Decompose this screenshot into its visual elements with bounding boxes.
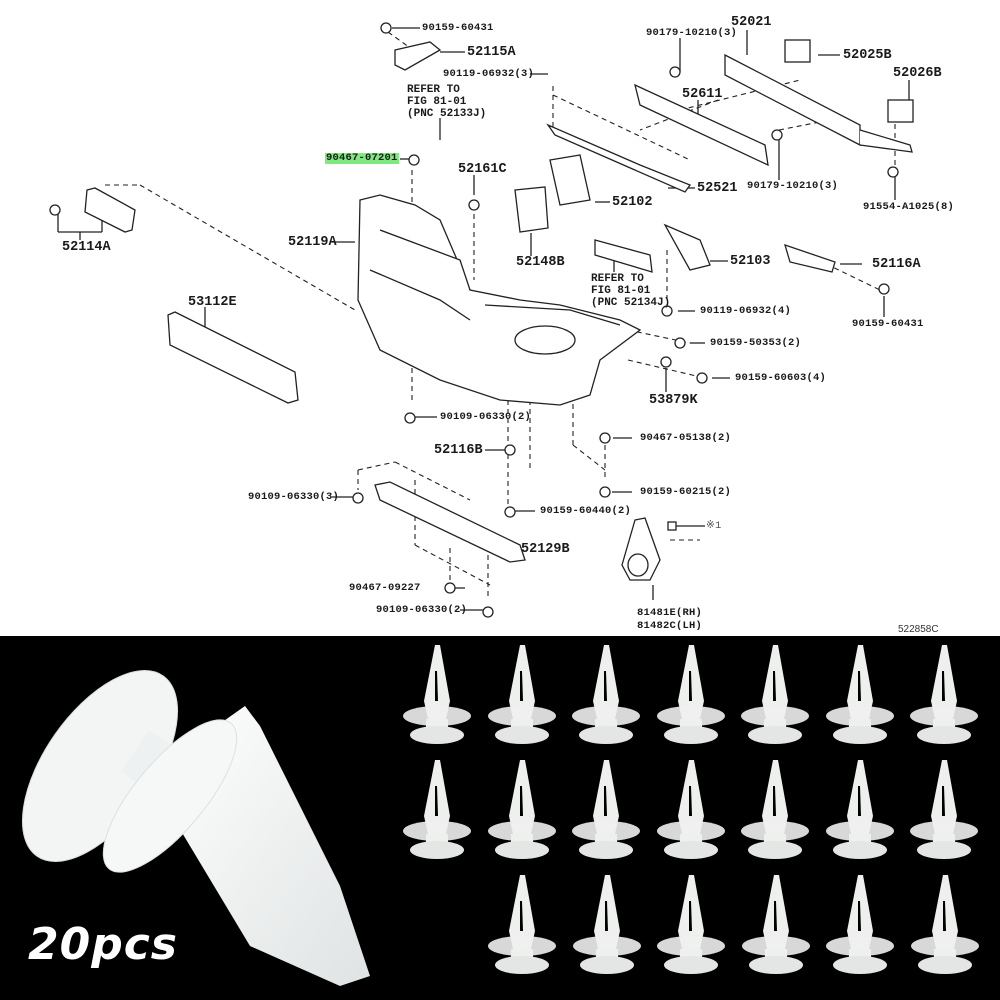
part-label: 52119A — [288, 235, 337, 250]
part-label: 52116B — [434, 443, 483, 458]
clip-item — [402, 756, 472, 864]
part-label: 53879K — [649, 393, 698, 408]
clip-item — [571, 641, 641, 749]
part-label: 52129B — [521, 542, 570, 557]
part-label: 90109-06330(2) — [376, 604, 468, 616]
part-label: 90109-06330(3) — [248, 491, 340, 503]
clip-item — [402, 641, 472, 749]
part-label: 90119-06932(3) — [443, 68, 535, 80]
under-cover-shape — [374, 481, 526, 563]
reference-note: REFER TO FIG 81-01 (PNC 52134J) — [591, 273, 671, 309]
part-label: 52521 — [697, 181, 738, 196]
bracket-52025b-shape — [784, 39, 811, 63]
part-label: 81481E(RH) — [637, 607, 703, 619]
part-label: 90159-50353(2) — [710, 337, 802, 349]
parts-diagram: 90159-60431 52115A 90119-06932(3) REFER … — [49, 15, 955, 635]
clip-item — [487, 871, 557, 979]
clip-item — [656, 641, 726, 749]
large-clip-image — [21, 670, 370, 986]
bracket-52026b-shape — [887, 99, 914, 123]
clip-item — [571, 756, 641, 864]
grille-shape — [167, 311, 299, 404]
clip-item — [741, 871, 811, 979]
part-label: 90159-60440(2) — [540, 505, 632, 517]
clip-item — [656, 756, 726, 864]
part-label: 90467-09227 — [349, 582, 421, 594]
part-label: 91554-A1025(8) — [863, 201, 955, 213]
clip-item — [909, 756, 979, 864]
part-label: 90467-05138(2) — [640, 432, 732, 444]
diagram-drawing — [49, 22, 914, 618]
part-label: 90159-60431 — [852, 318, 924, 330]
part-label: 52114A — [62, 240, 111, 255]
part-label: 52025B — [843, 48, 892, 63]
clip-item — [740, 641, 810, 749]
clip-item — [910, 871, 980, 979]
part-label: 52026B — [893, 66, 942, 81]
clip-item — [740, 756, 810, 864]
reference-note: REFER TO FIG 81-01 (PNC 52133J) — [407, 84, 487, 120]
reinforcement-shape — [724, 53, 861, 147]
part-label: 52148B — [516, 255, 565, 270]
clip-item — [825, 871, 895, 979]
part-label: 52115A — [467, 45, 516, 60]
product-photo: 20pcs — [0, 636, 1000, 1000]
clip-item — [487, 756, 557, 864]
part-label: 90109-06330(2) — [440, 411, 532, 423]
part-label: 52021 — [731, 15, 772, 30]
part-label: 90159-60603(4) — [735, 372, 827, 384]
clip-item — [487, 641, 557, 749]
part-label: 90159-60215(2) — [640, 486, 732, 498]
part-label: 53112E — [188, 295, 237, 310]
part-label: 90159-60431 — [422, 22, 494, 34]
part-label: 81482C(LH) — [637, 620, 703, 632]
clip-item — [825, 756, 895, 864]
part-label: 90179-10210(3) — [646, 27, 738, 39]
note-marker: ※1 — [706, 520, 722, 532]
highlighted-part-label[interactable]: 90467-07201 — [325, 152, 399, 164]
figure-code: 522858C — [898, 624, 939, 635]
part-label: 52116A — [872, 257, 921, 272]
plate-shape — [84, 187, 136, 233]
clip-item — [825, 641, 895, 749]
part-label: 90179-10210(3) — [747, 180, 839, 192]
clip-item — [909, 641, 979, 749]
clip-item — [572, 871, 642, 979]
quantity-label: 20pcs — [28, 919, 178, 970]
part-label: 52102 — [612, 195, 653, 210]
clip-item — [656, 871, 726, 979]
part-label: 52103 — [730, 254, 771, 269]
part-label: 52161C — [458, 162, 507, 177]
part-label: 52611 — [682, 87, 723, 102]
part-label: 90119-06932(4) — [700, 305, 792, 317]
absorber-shape — [634, 83, 769, 167]
